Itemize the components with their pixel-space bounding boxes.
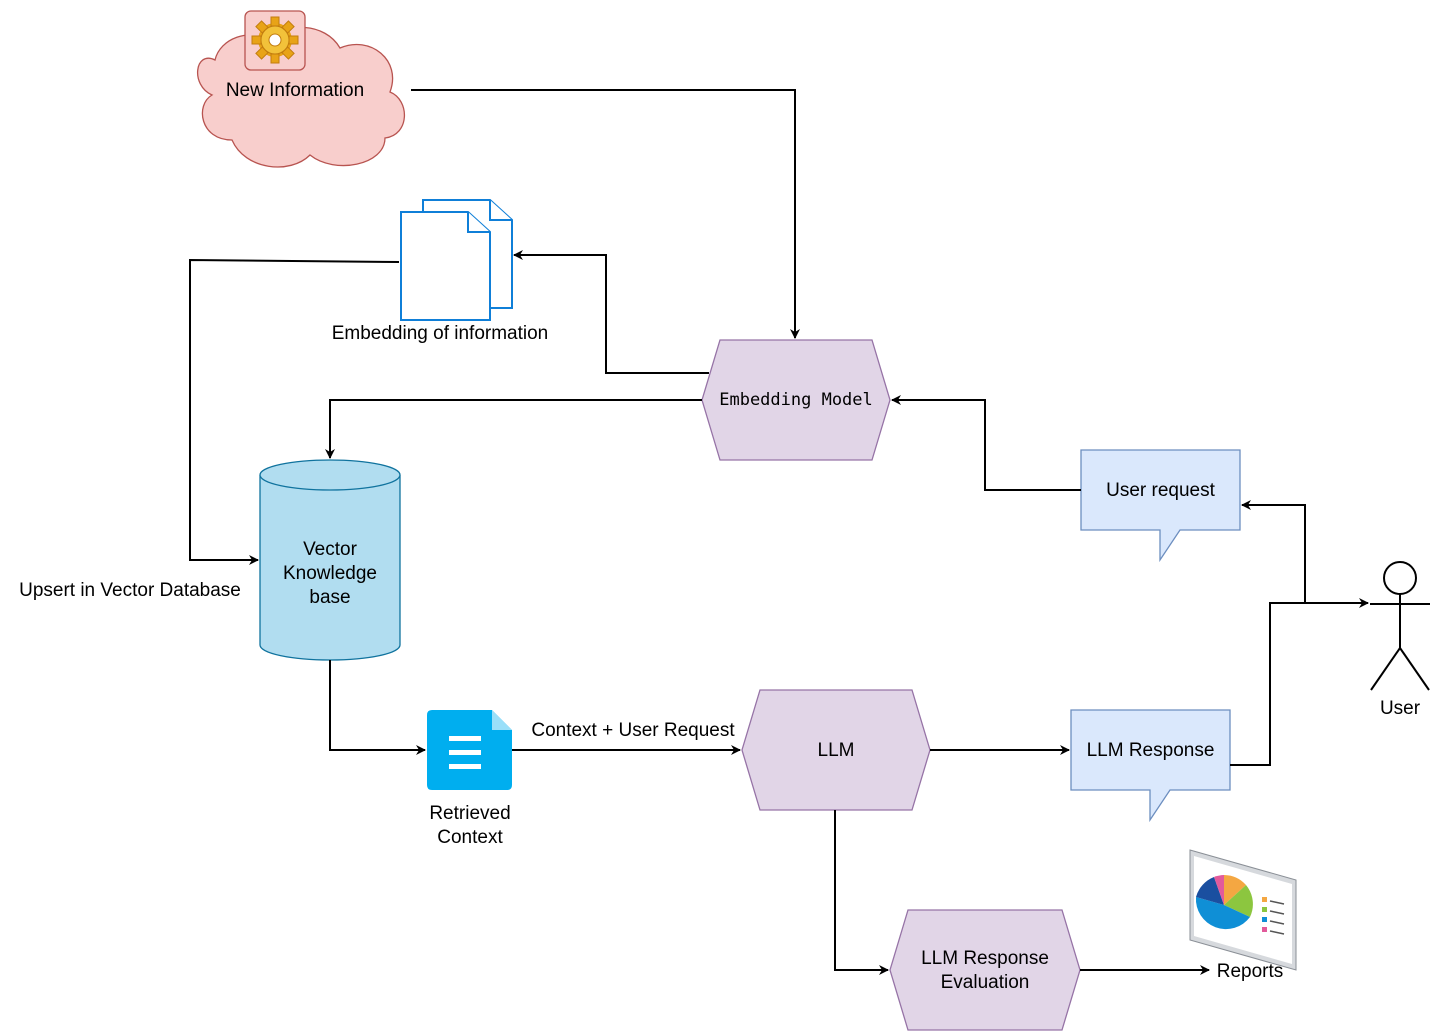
edge-embedding-model-to-documents bbox=[513, 250, 709, 374]
edge-embedding-model-to-vector-db bbox=[325, 399, 702, 459]
document-icon bbox=[427, 710, 512, 790]
embedding-model-label: Embedding Model bbox=[719, 390, 873, 410]
reports-label: Reports bbox=[1216, 961, 1284, 982]
user-label: User bbox=[1379, 698, 1421, 719]
llm-eval-label-line1: LLM Response bbox=[921, 948, 1049, 969]
edge-user-request-to-embedding-model bbox=[891, 395, 1081, 491]
edge-user-to-user-request bbox=[1241, 500, 1306, 603]
vector-kb-label-line1: Vector bbox=[303, 539, 357, 560]
pie-chart-icon bbox=[1189, 849, 1297, 971]
llm-response-evaluation-node bbox=[889, 909, 1081, 1031]
embedding-of-information-label: Embedding of information bbox=[331, 323, 549, 344]
upsert-label: Upsert in Vector Database bbox=[19, 580, 241, 601]
llm-node bbox=[741, 689, 931, 811]
new-information-label: New Information bbox=[225, 80, 365, 101]
edge-llm-response-to-user bbox=[1230, 598, 1369, 766]
retrieved-context-label-line2: Context bbox=[437, 827, 503, 848]
llm-response-label: LLM Response bbox=[1086, 740, 1215, 761]
context-user-request-label: Context + User Request bbox=[531, 720, 735, 741]
user-request-callout bbox=[1080, 449, 1241, 563]
llm-eval-label-line2: Evaluation bbox=[940, 972, 1030, 993]
edge-vector-db-to-context bbox=[329, 660, 426, 755]
user-request-label: User request bbox=[1106, 480, 1215, 501]
llm-response-callout bbox=[1070, 709, 1231, 823]
edge-documents-to-vector-db bbox=[189, 258, 400, 565]
person-icon bbox=[1370, 561, 1430, 691]
edge-new-info-to-embedding-model bbox=[411, 89, 800, 339]
edge-llm-to-evaluation bbox=[834, 810, 889, 975]
llm-label: LLM bbox=[817, 740, 855, 761]
retrieved-context-label-line1: Retrieved bbox=[429, 803, 511, 824]
vector-kb-label-line3: base bbox=[309, 587, 351, 608]
vector-kb-label-line2: Knowledge bbox=[282, 563, 378, 584]
documents-icon bbox=[400, 199, 513, 321]
gear-icon bbox=[244, 10, 306, 71]
